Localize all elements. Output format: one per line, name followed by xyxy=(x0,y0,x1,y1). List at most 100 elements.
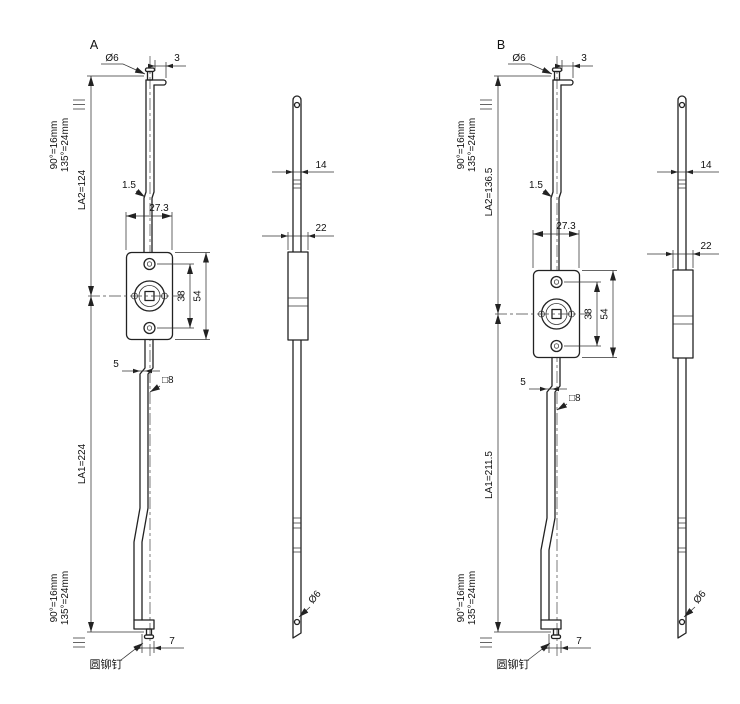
ext-lines-bottom-pin xyxy=(141,634,155,653)
arrowhead xyxy=(555,63,562,69)
arrowhead xyxy=(561,645,568,651)
arrowhead xyxy=(281,233,288,239)
leader-square-rod xyxy=(556,402,568,411)
dim-pin-diameter: Ø6 xyxy=(105,53,119,64)
rivet-label: 圆铆钉 xyxy=(90,657,123,671)
leader-thickness xyxy=(135,188,146,198)
variant-b-dimensions: Ø6 3 90°=16mm 135°=24mm LA2=136.5 1.5 27… xyxy=(456,53,617,671)
travel-marks-bottom xyxy=(73,637,85,648)
dim-guide-width: 22 xyxy=(700,241,712,252)
screw-hole-top xyxy=(143,257,156,271)
rod-upper-left xyxy=(550,79,554,272)
dim-travel-top-1: 90°=16mm xyxy=(49,121,60,170)
top-arm xyxy=(145,79,167,86)
dim-travel-top-2: 135°=24mm xyxy=(60,118,71,172)
side-guide-block xyxy=(672,269,694,359)
arrowhead xyxy=(166,63,173,69)
dim-hole-spacing: 38 xyxy=(584,308,595,320)
arrowhead xyxy=(552,386,559,392)
dim-thickness: 1.5 xyxy=(529,180,543,191)
arrowhead xyxy=(540,386,547,392)
dim-travel-bottom-2: 135°=24mm xyxy=(60,571,71,625)
variant-a-dimensions: Ø6 3 90°=16mm 135°=24mm LA2=124 1.5 27.3… xyxy=(49,53,210,671)
variant-b-label: B xyxy=(497,38,505,52)
ext-lines-body-width xyxy=(532,230,580,268)
dim-pin-diameter: Ø6 xyxy=(512,53,526,64)
bottom-rivet-head xyxy=(143,634,155,640)
dim-side-hole-diameter: Ø6 xyxy=(307,588,324,606)
variant-b-front-view xyxy=(532,56,581,656)
bottom-rivet-shaft xyxy=(145,628,153,636)
arrowhead xyxy=(671,169,678,175)
dim-body-width: 27.3 xyxy=(149,203,169,214)
side-top-hole xyxy=(293,101,301,109)
travel-marks-top xyxy=(73,99,85,110)
dim-square-rod: □8 xyxy=(162,375,174,386)
rod-lower-right xyxy=(141,338,154,621)
leader-rivet-label xyxy=(527,642,551,661)
arrowhead xyxy=(148,63,155,69)
dim-side-hole-diameter: Ø6 xyxy=(692,588,709,606)
dim-body-height: 54 xyxy=(600,308,611,320)
variant-b-side-view: 14 22 Ø6 xyxy=(647,95,719,639)
arrowhead xyxy=(145,368,152,374)
dim-pin-length: 3 xyxy=(581,53,587,64)
travel-marks-top xyxy=(480,99,492,110)
dim-travel-top-2: 135°=24mm xyxy=(467,118,478,172)
dim-travel-top-1: 90°=16mm xyxy=(456,121,467,170)
dim-la1: LA1=224 xyxy=(77,443,88,484)
rod-lower-right xyxy=(548,356,561,621)
dim-la2: LA2=136.5 xyxy=(484,167,495,216)
ext-lines-guide-width xyxy=(287,232,309,250)
dim-square-rod: □8 xyxy=(569,393,581,404)
dim-thickness: 1.5 xyxy=(122,180,136,191)
dim-pin-length: 3 xyxy=(174,53,180,64)
side-guide-block xyxy=(287,251,309,341)
variant-a-side-view: 14 22 Ø6 xyxy=(262,95,334,639)
bottom-rivet-head xyxy=(550,634,562,640)
screw-hole-bottom xyxy=(143,321,156,335)
arrowhead xyxy=(686,169,693,175)
variant-a: A xyxy=(49,38,334,671)
rod-lower-left xyxy=(133,338,146,621)
dim-rod-offset: 5 xyxy=(520,377,526,388)
bottom-foot xyxy=(133,619,155,630)
rod-upper-left xyxy=(143,79,147,254)
arrowhead xyxy=(154,645,161,651)
arrowhead xyxy=(286,169,293,175)
dim-body-height: 54 xyxy=(193,290,204,302)
variant-a-front-view xyxy=(125,56,174,656)
leader-side-hole xyxy=(683,606,696,618)
leader-rivet-label xyxy=(120,642,144,661)
screw-hole-bottom xyxy=(550,339,563,353)
bottom-rivet xyxy=(540,619,562,640)
top-arm xyxy=(552,79,574,86)
arrowhead xyxy=(308,233,315,239)
side-top-hole xyxy=(678,101,686,109)
bottom-rivet xyxy=(133,619,155,640)
dim-bar-width: 14 xyxy=(315,160,327,171)
travel-marks-bottom xyxy=(480,637,492,648)
screw-hole-top xyxy=(550,275,563,289)
ext-lines-guide-width xyxy=(672,250,694,268)
side-bar xyxy=(677,95,687,639)
bottom-rivet-shaft xyxy=(552,628,560,636)
dim-travel-bottom-1: 90°=16mm xyxy=(456,574,467,623)
side-bar xyxy=(292,95,302,639)
arrowhead xyxy=(666,251,673,257)
arrowhead xyxy=(301,169,308,175)
dim-rod-offset: 5 xyxy=(113,359,119,370)
rod-lower-left xyxy=(540,356,553,621)
guide-block-lines xyxy=(288,297,308,307)
leader-thickness xyxy=(542,188,553,198)
dim-travel-bottom-1: 90°=16mm xyxy=(49,574,60,623)
ext-lines-pin-length xyxy=(561,60,574,78)
leader-pin-diameter xyxy=(101,63,146,75)
dim-bottom-pin-length: 7 xyxy=(169,636,175,647)
dim-bottom-pin-length: 7 xyxy=(576,636,582,647)
rod-upper-right xyxy=(558,84,562,272)
rod-upper-right xyxy=(151,84,155,254)
arrowhead xyxy=(133,368,140,374)
leader-pin-diameter xyxy=(508,63,553,75)
